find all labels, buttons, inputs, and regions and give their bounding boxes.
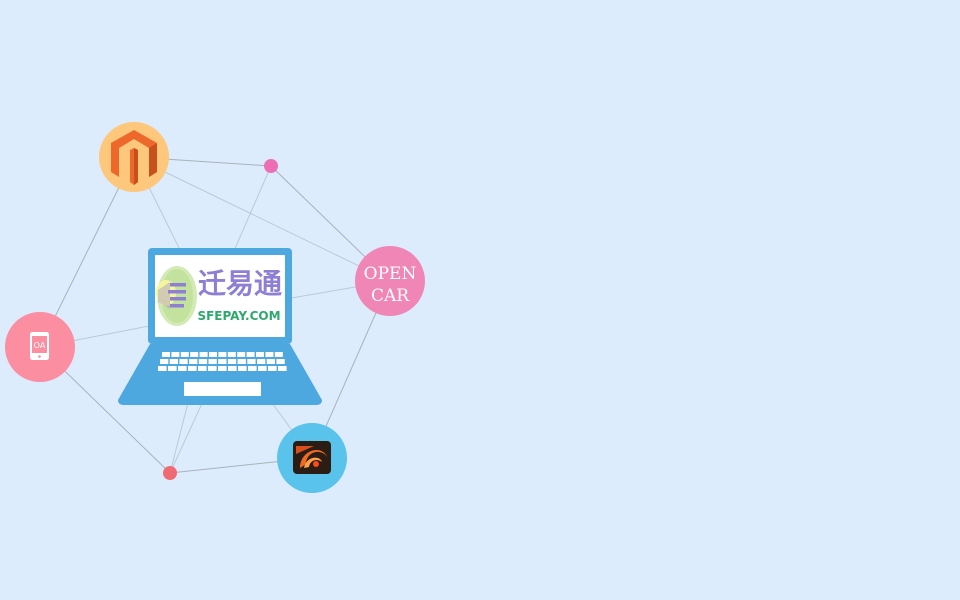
laptop-keyboard bbox=[158, 352, 287, 371]
keyboard-key bbox=[228, 366, 237, 371]
keyboard-key bbox=[218, 366, 227, 371]
opencart-label-line2: CAR bbox=[371, 286, 410, 306]
keyboard-key bbox=[188, 366, 197, 371]
connector-line bbox=[39, 156, 135, 348]
oa-label: OA bbox=[34, 341, 46, 350]
keyboard-key bbox=[257, 359, 266, 364]
node-dot-red bbox=[163, 466, 177, 480]
zencart-logo-icon bbox=[293, 441, 331, 474]
keyboard-key bbox=[227, 359, 237, 364]
keyboard-key bbox=[208, 366, 217, 371]
keyboard-key bbox=[265, 352, 274, 357]
opencart-node[interactable]: OPEN CAR bbox=[355, 246, 425, 316]
sfepay-emblem-icon bbox=[156, 266, 197, 326]
keyboard-key bbox=[218, 359, 227, 364]
keyboard-key bbox=[238, 366, 247, 371]
keyboard-key bbox=[190, 352, 199, 357]
keyboard-key bbox=[199, 352, 208, 357]
connector-line bbox=[169, 394, 191, 474]
keyboard-key bbox=[237, 352, 246, 357]
connector-line bbox=[229, 165, 272, 261]
keyboard-key bbox=[258, 366, 267, 371]
keyboard-key bbox=[266, 359, 275, 364]
keyboard-key bbox=[278, 366, 287, 371]
sfepay-brand-url: SFEPAY.COM bbox=[197, 309, 280, 323]
opencart-logo-icon: OPEN CAR bbox=[364, 264, 417, 306]
keyboard-key bbox=[171, 352, 180, 357]
keyboard-key bbox=[162, 352, 170, 357]
sfepay-logo: 迁易通 SFEPAY.COM bbox=[156, 266, 282, 326]
keyboard-key bbox=[208, 359, 217, 364]
magento-logo-icon bbox=[111, 130, 157, 185]
keyboard-key bbox=[198, 359, 208, 364]
keyboard-key bbox=[218, 352, 227, 357]
connector-line bbox=[133, 156, 391, 282]
sfepay-brand-cn: 迁易通 bbox=[198, 267, 282, 300]
oa-node[interactable]: OA bbox=[5, 312, 75, 382]
keyboard-key bbox=[256, 352, 264, 357]
keyboard-key bbox=[198, 366, 207, 371]
opencart-label-line1: OPEN bbox=[364, 264, 417, 284]
keyboard-key bbox=[274, 352, 283, 357]
keyboard-key bbox=[160, 359, 169, 364]
keyboard-key bbox=[268, 366, 277, 371]
keyboard-key bbox=[276, 359, 285, 364]
keyboard-key bbox=[189, 359, 198, 364]
keyboard-key bbox=[168, 366, 177, 371]
oa-mobile-icon: OA bbox=[30, 332, 49, 360]
node-dot-pink bbox=[264, 159, 278, 173]
keyboard-key bbox=[248, 366, 257, 371]
keyboard-key bbox=[169, 359, 178, 364]
keyboard-key bbox=[247, 359, 256, 364]
keyboard-key bbox=[178, 366, 187, 371]
keyboard-key bbox=[209, 352, 217, 357]
magento-node[interactable] bbox=[99, 122, 169, 192]
zencart-node[interactable] bbox=[277, 423, 347, 493]
keyboard-key bbox=[246, 352, 255, 357]
opencart-circle bbox=[355, 246, 425, 316]
keyboard-key bbox=[179, 359, 188, 364]
laptop-trackpad bbox=[184, 382, 261, 396]
keyboard-key bbox=[227, 352, 236, 357]
keyboard-key bbox=[158, 366, 167, 371]
keyboard-key bbox=[180, 352, 189, 357]
keyboard-key bbox=[237, 359, 246, 364]
